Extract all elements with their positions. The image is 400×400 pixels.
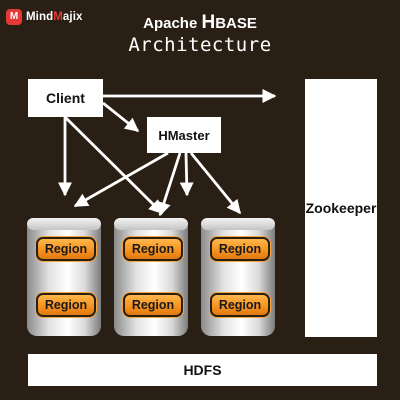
arrow-hmaster-server-1 bbox=[73, 151, 169, 208]
title-line-2: Architecture bbox=[128, 34, 272, 56]
arrow-client-hmaster bbox=[102, 101, 140, 133]
mindmajix-logo-icon: M bbox=[6, 9, 22, 25]
logo-text: MindMajix bbox=[26, 11, 83, 23]
region: Region bbox=[36, 293, 96, 317]
region: Region bbox=[36, 237, 96, 261]
arrow-hmaster-server-2 bbox=[157, 152, 182, 217]
arrow-client-server-2 bbox=[64, 116, 163, 214]
region: Region bbox=[210, 237, 270, 261]
region: Region bbox=[123, 237, 183, 261]
region-server-1: Region Region bbox=[27, 218, 101, 336]
region-server-2: Region Region bbox=[114, 218, 188, 336]
arrow-hmaster-server-3b bbox=[189, 152, 242, 215]
region: Region bbox=[123, 293, 183, 317]
logo: M MindMajix bbox=[6, 8, 83, 26]
hdfs-node: HDFS bbox=[28, 354, 377, 386]
arrow-hmaster-server-3a bbox=[179, 152, 194, 197]
title-line-1: Apache HBASE bbox=[143, 12, 257, 33]
zookeeper-node: Zookeeper bbox=[305, 79, 377, 337]
region: Region bbox=[210, 293, 270, 317]
hmaster-node: HMaster bbox=[147, 117, 221, 153]
region-server-3: Region Region bbox=[201, 218, 275, 336]
client-node: Client bbox=[28, 79, 103, 117]
